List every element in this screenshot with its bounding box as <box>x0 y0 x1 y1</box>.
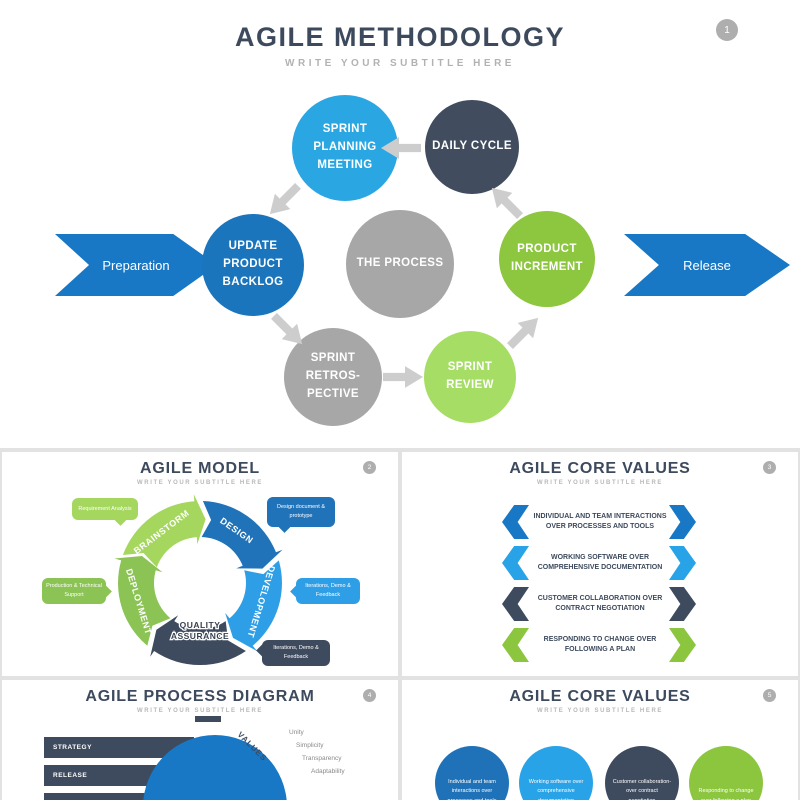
ring-segment-brainstorm <box>122 494 206 568</box>
node-label: SPRINT RETROS- PECTIVE <box>305 352 361 400</box>
core-value-label: Customer collaboration-over contract neg… <box>612 778 672 800</box>
value-item-unity: Unity <box>289 729 304 736</box>
release-label: Release <box>683 257 731 273</box>
pyramid-tip-decoration <box>195 716 221 722</box>
value-row-4: RESPONDING TO CHANGE OVER FOLLOWING A PL… <box>402 628 798 662</box>
core-value-label: Responding to change over following a pl… <box>698 788 754 800</box>
node-product-increment: PRODUCT INCREMENT <box>499 211 595 307</box>
node-label: SPRINT REVIEW <box>446 361 494 391</box>
value-text: RESPONDING TO CHANGE OVER FOLLOWING A PL… <box>543 635 657 654</box>
preparation-label: Preparation <box>102 257 170 273</box>
bar-third <box>44 793 194 800</box>
preparation-arrow: Preparation <box>55 234 217 296</box>
slide-subtitle: WRITE YOUR SUBTITLE HERE <box>137 708 263 714</box>
chevron-left-icon <box>502 587 529 621</box>
slide-number-badge: 3 <box>763 461 776 474</box>
node-the-process: THE PROCESS <box>346 210 454 318</box>
value-row-3: CUSTOMER COLLABORATION OVER CONTRACT NEG… <box>402 587 798 621</box>
cycle-arrow-right-icon <box>383 366 423 388</box>
node-sprint-planning-meeting: SPRINT PLANNING MEETING <box>292 95 398 201</box>
slide-agile-core-values-circles[interactable]: AGILE CORE VALUES WRITE YOUR SUBTITLE HE… <box>402 680 798 800</box>
core-value-circle-4: Responding to change over following a pl… <box>689 746 763 800</box>
bar-label: RELEASE <box>53 772 88 779</box>
core-value-circle-2: Working software over comprehensive docu… <box>519 746 593 800</box>
page-title: AGILE METHODOLOGY <box>234 22 565 52</box>
core-value-circle-1: Individual and team interactions over pr… <box>435 746 509 800</box>
core-value-label: Individual and team interactions over pr… <box>448 778 497 800</box>
node-sprint-retrospective: SPRINT RETROS- PECTIVE <box>284 328 382 426</box>
ring-segment-development <box>225 560 282 652</box>
node-label: THE PROCESS <box>356 257 444 270</box>
chevron-left-icon <box>502 505 529 539</box>
slide-subtitle: WRITE YOUR SUBTITLE HERE <box>537 480 663 486</box>
chevron-right-icon <box>669 628 696 662</box>
callout-label: Requirement Analysis <box>78 505 132 512</box>
chevron-right-icon <box>669 505 696 539</box>
slide-title: AGILE CORE VALUES <box>509 688 691 705</box>
slide-title: AGILE MODEL <box>140 460 260 477</box>
core-value-circle-3: Customer collaboration-over contract neg… <box>605 746 679 800</box>
callout-label: Design document & prototype <box>277 504 325 519</box>
slide-number-badge: 2 <box>363 461 376 474</box>
value-item-simplicity: Simplicity <box>296 742 324 749</box>
chevron-right-icon <box>669 587 696 621</box>
value-text: INDIVIDUAL AND TEAM INTERACTIONS OVER PR… <box>533 512 667 531</box>
node-label: DAILY CYCLE <box>432 140 512 153</box>
callout-production-technical-support: Production & Technical Support <box>42 578 112 604</box>
node-update-product-backlog: UPDATE PRODUCT BACKLOG <box>202 214 304 316</box>
page-subtitle: WRITE YOUR SUBTITLE HERE <box>285 58 515 69</box>
chevron-left-icon <box>502 546 529 580</box>
callout-design-document: Design document & prototype <box>267 497 335 533</box>
release-arrow: Release <box>624 234 790 296</box>
slide-number-badge: 4 <box>363 689 376 702</box>
callout-iterations-demo-feedback-development: Iterations, Demo & Feedback <box>290 578 360 604</box>
slide-subtitle: WRITE YOUR SUBTITLE HERE <box>137 480 263 486</box>
ring-segment-deployment <box>114 556 171 646</box>
callout-label: Iterations, Demo & Feedback <box>273 645 319 660</box>
slide-subtitle: WRITE YOUR SUBTITLE HERE <box>537 708 663 714</box>
value-row-2: WORKING SOFTWARE OVER COMPREHENSIVE DOCU… <box>402 546 798 580</box>
cycle-arrow-up-right-icon <box>501 309 548 356</box>
bar-strategy: STRATEGY <box>44 737 194 758</box>
value-text: CUSTOMER COLLABORATION OVER CONTRACT NEG… <box>537 594 663 613</box>
node-daily-cycle: DAILY CYCLE <box>425 100 519 194</box>
slide-title: AGILE PROCESS DIAGRAM <box>85 688 315 705</box>
node-label: SPRINT PLANNING MEETING <box>313 123 377 171</box>
node-label: PRODUCT INCREMENT <box>511 243 583 273</box>
slide-title: AGILE CORE VALUES <box>509 460 691 477</box>
value-row-1: INDIVIDUAL AND TEAM INTERACTIONS OVER PR… <box>402 505 798 539</box>
ring-segment-design <box>201 501 283 569</box>
bar-label: STRATEGY <box>53 744 92 751</box>
slide-agile-core-values-banners[interactable]: AGILE CORE VALUES WRITE YOUR SUBTITLE HE… <box>402 452 798 676</box>
value-item-adaptability: Adaptability <box>311 768 345 775</box>
chevron-right-icon <box>669 546 696 580</box>
value-item-transparency: Transparency <box>302 755 342 762</box>
slide-agile-model[interactable]: AGILE MODEL WRITE YOUR SUBTITLE HERE 2 B… <box>2 452 398 676</box>
ring-segment-quality-assurance <box>150 615 246 666</box>
callout-label: Iterations, Demo & Feedback <box>305 583 351 598</box>
slide-agile-process-diagram[interactable]: AGILE PROCESS DIAGRAM WRITE YOUR SUBTITL… <box>2 680 398 800</box>
slide-agile-methodology[interactable]: AGILE METHODOLOGY WRITE YOUR SUBTITLE HE… <box>0 0 800 448</box>
slide-number-badge: 5 <box>763 689 776 702</box>
node-sprint-review: SPRINT REVIEW <box>424 331 516 423</box>
value-text: WORKING SOFTWARE OVER COMPREHENSIVE DOCU… <box>537 553 663 572</box>
callout-iterations-demo-feedback-qa: Iterations, Demo & Feedback <box>256 640 330 666</box>
node-label: UPDATE PRODUCT BACKLOG <box>222 240 284 288</box>
core-value-label: Working software over comprehensive docu… <box>528 778 584 800</box>
chevron-left-icon <box>502 628 529 662</box>
callout-requirement-analysis: Requirement Analysis <box>72 498 138 526</box>
slide-number-badge: 1 <box>716 19 738 41</box>
callout-label: Production & Technical Support <box>46 583 102 598</box>
